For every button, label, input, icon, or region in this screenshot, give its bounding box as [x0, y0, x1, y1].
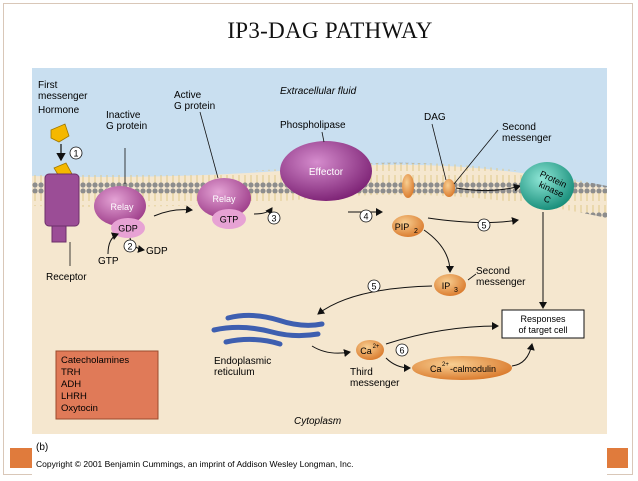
svg-text:6: 6: [399, 346, 404, 356]
svg-text:Ca: Ca: [430, 364, 442, 374]
inactive-g-protein-label: Inactive: [106, 110, 141, 121]
second-messenger-top-label: Second: [502, 122, 536, 133]
ca-calmodulin-complex: [412, 356, 512, 380]
svg-text:5: 5: [371, 282, 376, 292]
svg-text:IP: IP: [442, 281, 451, 291]
gtp-in-label: GTP: [98, 256, 119, 267]
step-2-marker: [123, 239, 137, 253]
pip2-head: [402, 174, 414, 198]
first-messenger-label-2: messenger: [38, 91, 88, 102]
ip3-molecule: [434, 274, 466, 296]
second-messenger-mid-label-2: messenger: [476, 277, 526, 288]
step-3-marker: [267, 211, 281, 225]
second-messenger-mid-label: Second: [476, 266, 510, 277]
er-label: Endoplasmic: [214, 356, 271, 367]
calcium-ion: [356, 340, 384, 360]
receptor-protein: [44, 173, 80, 227]
svg-text:Responses: Responses: [520, 314, 566, 324]
er-label-2: reticulum: [214, 367, 255, 378]
effector-phospholipase: [280, 141, 372, 201]
gdp-out-label: GDP: [146, 246, 168, 257]
panel-label: (b): [36, 442, 48, 453]
responses-box: [501, 309, 585, 339]
caption-area: [32, 434, 607, 476]
extracellular-fluid-label: Extracellular fluid: [280, 86, 357, 97]
svg-text:2: 2: [127, 242, 132, 252]
gdp-bound: [111, 218, 145, 238]
hormone-list-item: Catecholamines: [61, 355, 129, 366]
svg-text:of target cell: of target cell: [518, 325, 567, 335]
svg-text:Effector: Effector: [309, 167, 344, 178]
inactive-g-protein-label-2: G protein: [106, 121, 147, 132]
step-1-marker: [69, 146, 83, 160]
svg-text:-calmodulin: -calmodulin: [450, 364, 496, 374]
svg-text:C: C: [542, 193, 553, 205]
slide-title: IP3-DAG PATHWAY: [227, 18, 433, 43]
step-5-top-marker: [477, 218, 491, 232]
svg-text:2: 2: [414, 228, 418, 235]
pathway-svg: First messenger Hormone Inactive G prote…: [32, 68, 607, 476]
slide-number: 8: [598, 448, 607, 465]
svg-text:3: 3: [271, 214, 276, 224]
svg-text:Ca: Ca: [360, 346, 372, 356]
active-g-protein-label-2: G protein: [174, 101, 215, 112]
receptor-label: Receptor: [46, 272, 87, 283]
svg-text:GDP: GDP: [118, 224, 138, 234]
svg-text:Relay: Relay: [110, 202, 134, 212]
step-6-marker: [395, 343, 409, 357]
hormone-list-item: TRH: [61, 367, 81, 378]
hormone-list-item: ADH: [61, 379, 81, 390]
svg-text:Relay: Relay: [212, 194, 236, 204]
svg-text:1: 1: [73, 149, 78, 159]
pathway-diagram: First messenger Hormone Inactive G prote…: [32, 68, 607, 476]
svg-text:2+: 2+: [373, 344, 380, 350]
pip2-molecule: [392, 215, 424, 237]
svg-text:4: 4: [363, 212, 368, 222]
svg-text:2+: 2+: [442, 362, 449, 368]
third-messenger-label: Third: [350, 367, 373, 378]
svg-text:3: 3: [454, 287, 458, 294]
extracellular-region: [32, 68, 607, 188]
hormone-label: Hormone: [38, 105, 80, 116]
copyright-text: Copyright © 2001 Benjamin Cummings, an i…: [36, 459, 353, 469]
gtp-bound: [212, 209, 246, 229]
first-messenger-label: First: [38, 80, 58, 91]
step-4-marker: [359, 209, 373, 223]
svg-text:PIP: PIP: [395, 222, 410, 232]
relay-active: [197, 178, 251, 218]
svg-text:5: 5: [481, 221, 486, 231]
phospholipase-label: Phospholipase: [280, 120, 346, 131]
cytoplasm-label: Cytoplasm: [294, 416, 341, 427]
svg-text:GTP: GTP: [220, 215, 239, 225]
dag-label: DAG: [424, 112, 446, 123]
relay-inactive: [94, 186, 146, 226]
hormone-list-box: [55, 350, 159, 420]
hormone-list-item: LHRH: [61, 391, 87, 402]
hormone-molecule-free: [50, 123, 70, 143]
dag-molecule: [443, 179, 455, 197]
endoplasmic-reticulum: [211, 312, 325, 347]
step-5-bottom-marker: [367, 279, 381, 293]
hormone-list-item: Oxytocin: [61, 403, 98, 414]
protein-kinase-c: [520, 162, 574, 210]
third-messenger-label-2: messenger: [350, 378, 400, 389]
active-g-protein-label: Active: [174, 90, 202, 101]
second-messenger-top-label-2: messenger: [502, 133, 552, 144]
